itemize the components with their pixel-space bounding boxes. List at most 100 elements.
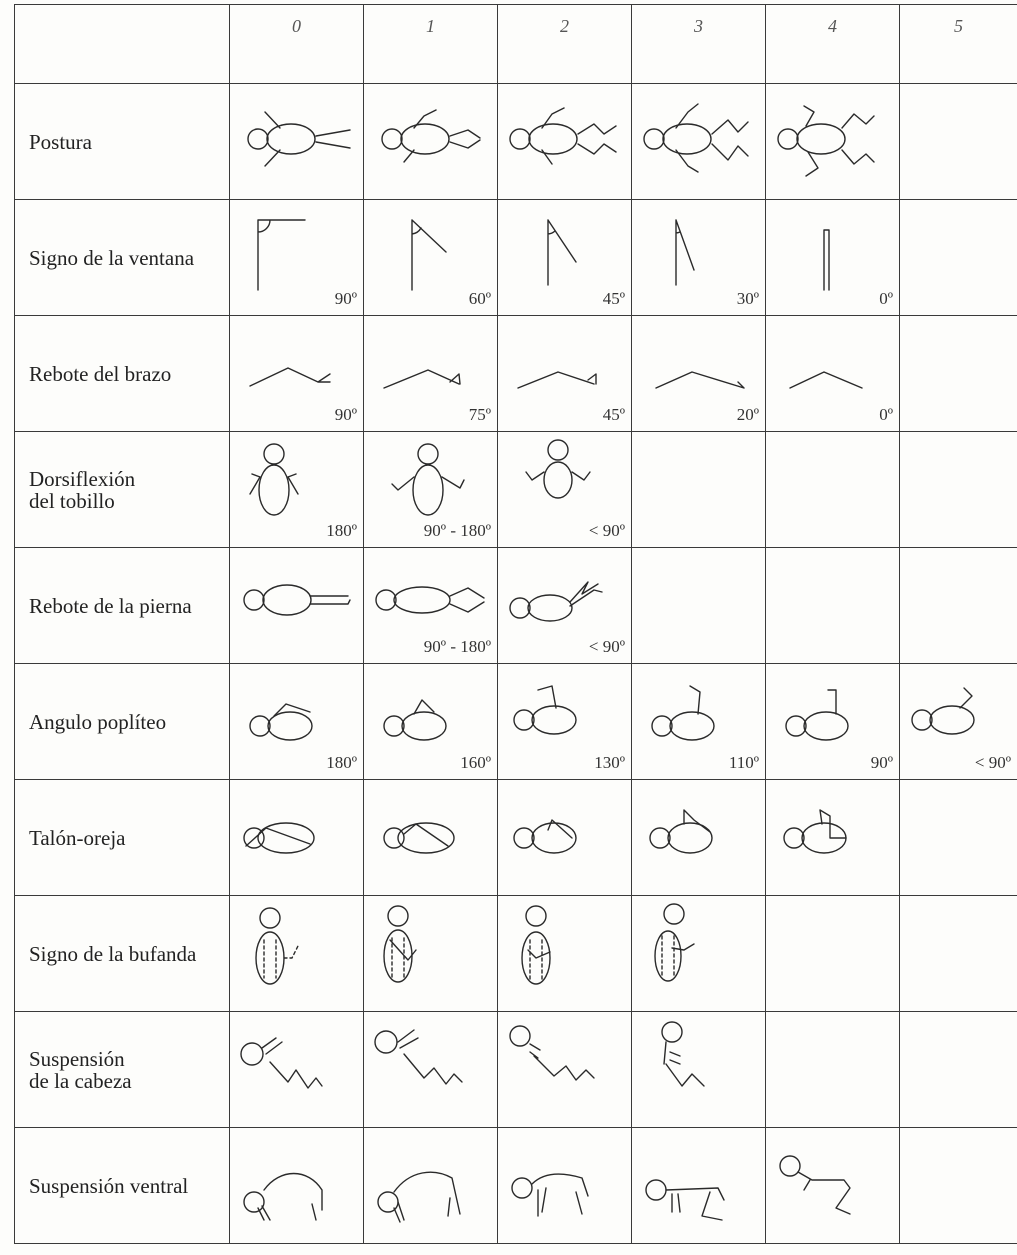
- score-cell-content: 45º: [498, 200, 631, 315]
- score-cell-content: [364, 84, 497, 199]
- score-cell-content: [766, 1012, 899, 1127]
- score-cell-content: [498, 84, 631, 199]
- score-cell: [899, 895, 1017, 1012]
- score-cell-content: [766, 780, 899, 895]
- score-header-0: 0: [229, 4, 364, 84]
- score-cell-content: [230, 84, 363, 199]
- score-cell-content: [230, 1012, 363, 1127]
- score-cell-content: [498, 1012, 631, 1127]
- score-cell: 180º: [229, 431, 364, 548]
- score-cell-content: 90º - 180º: [364, 432, 497, 547]
- score-cell-content: [900, 432, 1017, 547]
- angle-value: 180º: [326, 753, 357, 772]
- header-row: 0 1 2 3 4 5: [14, 4, 1017, 84]
- angle-value: < 90º: [588, 637, 625, 656]
- score-cell-content: 90º - 180º: [364, 548, 497, 663]
- score-cell-content: [230, 1128, 363, 1243]
- angle-value: 0º: [879, 289, 893, 308]
- angle-value: 160º: [460, 753, 491, 772]
- score-cell-content: 90º: [230, 316, 363, 431]
- score-cell: 180º: [229, 663, 364, 780]
- angle-value: 90º: [870, 753, 893, 772]
- score-cell: [631, 895, 766, 1012]
- score-cell: 90º - 180º: [363, 547, 498, 664]
- row-label: Suspensión de la cabeza: [29, 1046, 132, 1093]
- angle-value: 90º: [334, 289, 357, 308]
- score-cell-content: 90º: [230, 200, 363, 315]
- row-label-cell: Signo de la bufanda: [14, 895, 230, 1012]
- angle-value: 180º: [326, 521, 357, 540]
- score-cell: [363, 1127, 498, 1244]
- score-cell: 90º - 180º: [363, 431, 498, 548]
- score-cell: [631, 547, 766, 664]
- score-cell: [899, 83, 1017, 200]
- score-cell-content: 20º: [632, 316, 765, 431]
- score-cell-content: [900, 1012, 1017, 1127]
- score-cell: [899, 1127, 1017, 1244]
- score-cell-content: [632, 432, 765, 547]
- score-number: 4: [828, 16, 837, 36]
- score-cell: [363, 83, 498, 200]
- score-cell: 45º: [497, 199, 632, 316]
- score-cell: 45º: [497, 315, 632, 432]
- score-cell: [765, 895, 900, 1012]
- score-cell-content: [230, 548, 363, 663]
- score-cell-content: [230, 896, 363, 1011]
- item-row: Signo de la bufanda: [14, 895, 1017, 1012]
- row-label-cell: Angulo poplíteo: [14, 663, 230, 780]
- score-cell-content: [766, 896, 899, 1011]
- score-cell-content: 45º: [498, 316, 631, 431]
- score-cell-content: [632, 548, 765, 663]
- angle-value: 90º - 180º: [423, 521, 491, 540]
- score-cell-content: [498, 896, 631, 1011]
- score-cell-content: [900, 1128, 1017, 1243]
- row-label: Angulo poplíteo: [29, 709, 167, 734]
- score-cell-content: [364, 1128, 497, 1243]
- score-cell: [229, 547, 364, 664]
- score-cell-content: 110º: [632, 664, 765, 779]
- score-cell: [765, 83, 900, 200]
- row-label-cell: Suspensión ventral: [14, 1127, 230, 1244]
- score-cell-content: [364, 896, 497, 1011]
- score-cell-content: [632, 84, 765, 199]
- score-cell: < 90º: [497, 431, 632, 548]
- score-cell-content: 180º: [230, 664, 363, 779]
- score-cell-content: [632, 896, 765, 1011]
- score-cell: [899, 431, 1017, 548]
- score-cell: [765, 1127, 900, 1244]
- score-cell: 0º: [765, 199, 900, 316]
- score-cell-content: < 90º: [498, 432, 631, 547]
- score-cell: [229, 1011, 364, 1128]
- score-cell-content: < 90º: [900, 664, 1017, 779]
- row-label-cell: Rebote del brazo: [14, 315, 230, 432]
- score-cell: [765, 547, 900, 664]
- row-label-cell: Signo de la ventana: [14, 199, 230, 316]
- score-cell-content: 90º: [766, 664, 899, 779]
- score-cell: [497, 83, 632, 200]
- score-cell: 20º: [631, 315, 766, 432]
- score-header-4: 4: [765, 4, 900, 84]
- score-cell: 90º: [765, 663, 900, 780]
- score-number: 3: [694, 16, 703, 36]
- angle-value: 45º: [602, 289, 625, 308]
- score-cell: [899, 779, 1017, 896]
- score-cell: [631, 431, 766, 548]
- angle-value: 90º - 180º: [423, 637, 491, 656]
- score-header-5: 5: [899, 4, 1017, 84]
- item-row: Postura: [14, 83, 1017, 200]
- score-header-1: 1: [363, 4, 498, 84]
- score-cell-content: [498, 780, 631, 895]
- score-cell: [229, 779, 364, 896]
- angle-value: 75º: [468, 405, 491, 424]
- score-cell-content: 160º: [364, 664, 497, 779]
- header-corner-cell: [14, 4, 230, 84]
- score-cell-content: 180º: [230, 432, 363, 547]
- score-cell: 90º: [229, 315, 364, 432]
- score-cell: [765, 779, 900, 896]
- angle-value: < 90º: [974, 753, 1011, 772]
